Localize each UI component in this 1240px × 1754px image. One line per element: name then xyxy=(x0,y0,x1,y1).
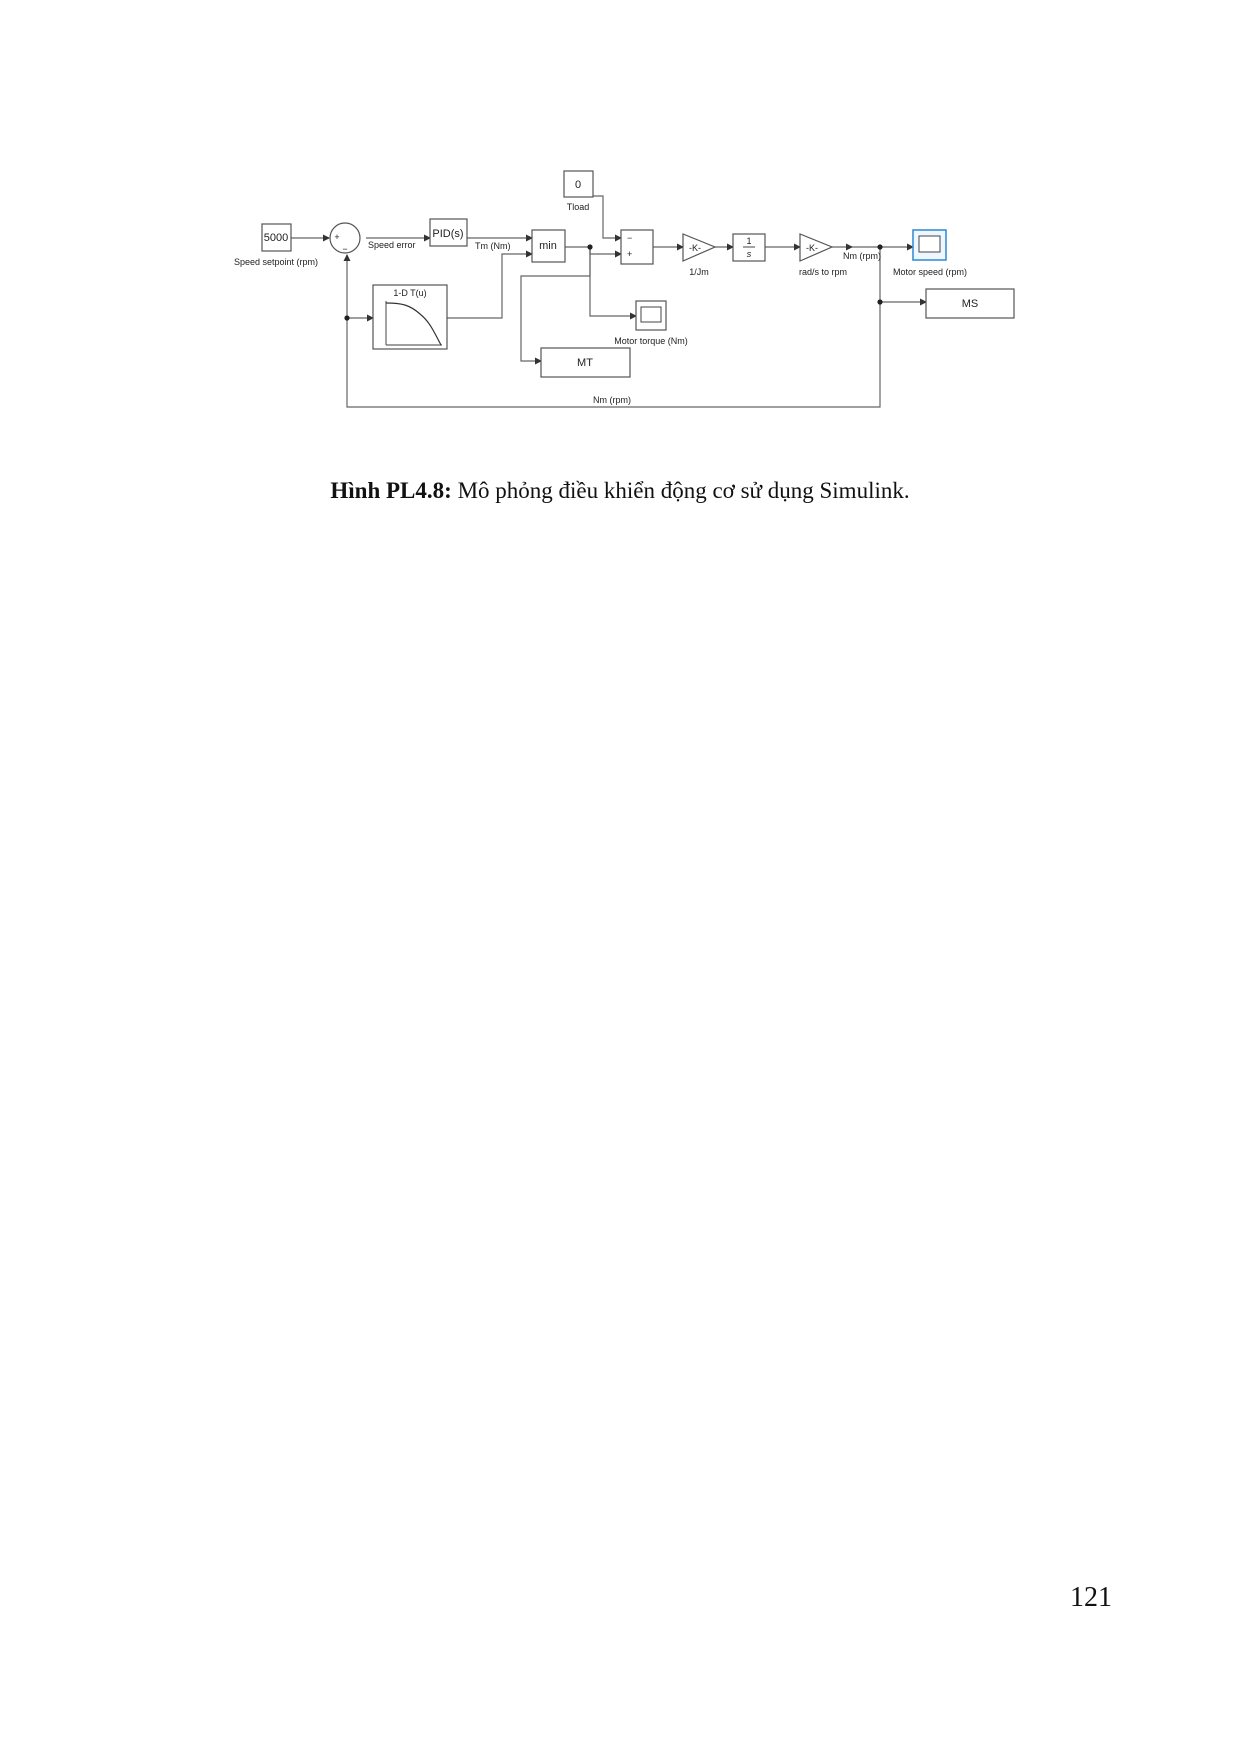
junction-dots xyxy=(344,244,883,321)
motor-speed-scope[interactable] xyxy=(912,229,947,261)
nm-label-top: Nm (rpm) xyxy=(843,251,881,261)
page-number: 121 xyxy=(1070,1582,1112,1613)
pid-block[interactable]: PID(s) xyxy=(429,218,468,247)
setpoint-constant-block[interactable]: 5000 xyxy=(261,223,292,252)
gain1-name: 1/Jm xyxy=(689,267,709,277)
sum2-minus-sign: − xyxy=(627,233,632,243)
figure-caption: Hình PL4.8: Mô phỏng điều khiển động cơ … xyxy=(0,478,1240,504)
tload-constant-block[interactable]: 0 xyxy=(563,170,594,198)
integrator-denominator: s xyxy=(747,249,752,259)
caption-text: Mô phỏng điều khiển động cơ sử dụng Simu… xyxy=(451,478,910,503)
sum2-plus-sign: + xyxy=(627,249,632,259)
mt-block[interactable]: MT xyxy=(540,347,631,378)
setpoint-label: Speed setpoint (rpm) xyxy=(234,257,318,267)
feedback-label: Nm (rpm) xyxy=(593,395,631,405)
gain-block-1[interactable]: -K- xyxy=(682,233,717,262)
pid-label: PID(s) xyxy=(432,228,463,240)
speed-error-label: Speed error xyxy=(368,240,416,250)
integrator-numerator: 1 xyxy=(746,236,751,246)
motor-speed-label: Motor speed (rpm) xyxy=(893,267,967,277)
lookup-title: 1-D T(u) xyxy=(393,288,426,298)
motor-torque-scope[interactable] xyxy=(635,300,667,331)
gain2-name: rad/s to rpm xyxy=(799,267,847,277)
min-label: min xyxy=(539,240,557,252)
tload-label: Tload xyxy=(567,202,590,212)
integrator-block[interactable]: 1 s xyxy=(732,233,766,262)
sum-block-1[interactable]: + − xyxy=(329,222,361,254)
tm-label: Tm (Nm) xyxy=(475,241,511,251)
sum-block-2[interactable]: − + xyxy=(620,229,654,265)
sum1-plus-sign: + xyxy=(334,232,339,242)
caption-prefix: Hình PL4.8: xyxy=(330,478,452,503)
gain-block-2[interactable]: -K- xyxy=(799,233,834,262)
lookup-table-block[interactable]: 1-D T(u) xyxy=(372,284,448,350)
sum1-minus-sign: − xyxy=(342,244,347,254)
motor-torque-label: Motor torque (Nm) xyxy=(614,336,688,346)
gain1-label: -K- xyxy=(689,243,701,253)
tload-value: 0 xyxy=(575,179,581,191)
ms-label: MS xyxy=(962,298,979,310)
gain2-label: -K- xyxy=(806,243,818,253)
mt-label: MT xyxy=(577,357,593,369)
min-block[interactable]: min xyxy=(531,229,566,263)
setpoint-value: 5000 xyxy=(264,232,288,244)
simulink-diagram: 5000 Speed setpoint (rpm) + − Speed erro… xyxy=(234,170,1015,408)
ms-block[interactable]: MS xyxy=(925,288,1015,319)
